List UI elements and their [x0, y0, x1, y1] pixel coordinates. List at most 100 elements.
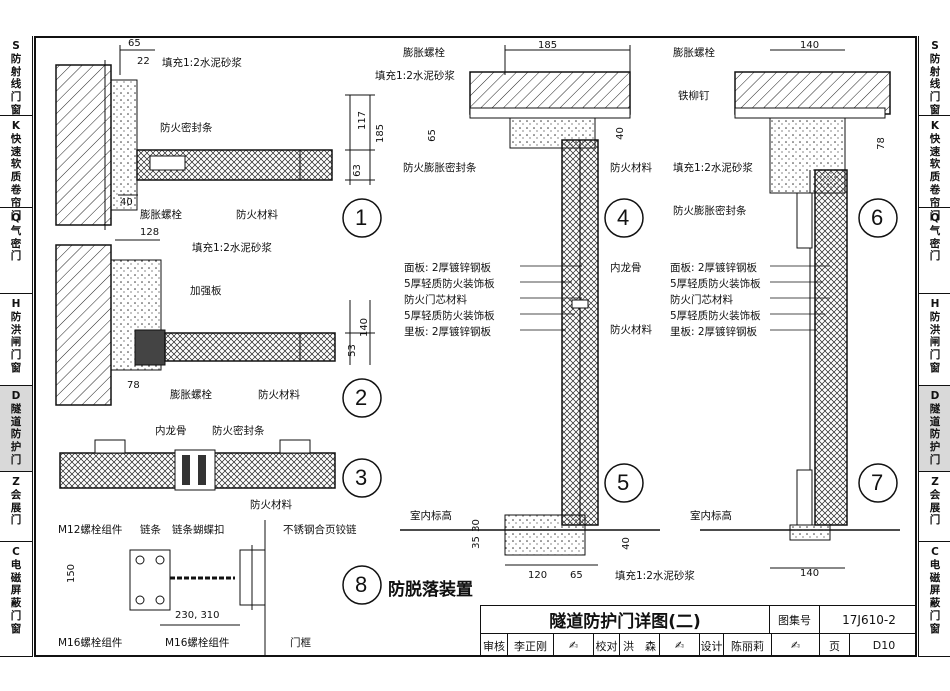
label-chain: 链条 — [140, 524, 161, 536]
label-light-deco-4b: 5厚轻质防火装饰板 — [404, 310, 495, 322]
tab-code: D — [11, 390, 21, 402]
label-fire-seal-1: 防火密封条 — [160, 122, 213, 134]
tab-char: 卷 — [929, 183, 941, 196]
tab-code: H — [930, 298, 940, 310]
tab-char: 门 — [10, 349, 22, 362]
dim-40c: 40 — [620, 537, 632, 550]
label-fire-exp-seal-6: 防火膨胀密封条 — [673, 205, 747, 217]
detail-4-5 — [400, 45, 660, 566]
drawing-title: 隧道防护门详图(二) — [549, 612, 701, 632]
dim-120: 120 — [528, 570, 548, 581]
label-indoor-level-5: 室内标高 — [410, 510, 452, 522]
check-label: 校对 — [593, 634, 619, 657]
label-inner-keel-4: 内龙骨 — [610, 262, 642, 274]
tab-char: 磁 — [10, 571, 22, 584]
tab-code: C — [931, 546, 939, 558]
label-fill-mortar-2: 填充1:2水泥砂浆 — [192, 242, 272, 254]
tab-char: 窗 — [10, 103, 22, 116]
label-m12-bolt: M12螺栓组件 — [58, 524, 123, 536]
dim-117: 117 — [357, 110, 369, 131]
label-fire-material-4a: 防火材料 — [610, 162, 652, 174]
tab-char: 道 — [10, 415, 22, 428]
page-label: 页 — [819, 634, 849, 657]
dim-65c: 65 — [570, 570, 583, 581]
label-fire-material-4b: 防火材料 — [610, 324, 652, 336]
tab-code: Z — [12, 476, 20, 488]
tab-char: 闸 — [929, 336, 941, 349]
title-row: 隧道防护门详图(二) 图集号 17J610-2 — [480, 605, 917, 633]
tab-char: 防 — [929, 428, 941, 441]
dim-78a: 78 — [127, 380, 140, 391]
dim-65a: 65 — [128, 38, 141, 49]
detail-1 — [55, 45, 382, 238]
label-fire-seal-3: 防火密封条 — [212, 425, 265, 437]
reviewer-signature: ✍ — [553, 634, 593, 657]
tab-char: 快 — [10, 132, 22, 145]
tab-code: Z — [931, 476, 939, 488]
label-reinforce-plate: 加强板 — [190, 285, 222, 297]
label-core-material-4: 防火门芯材料 — [404, 294, 467, 306]
tab-char: 速 — [929, 145, 941, 158]
dim-65b: 65 — [426, 129, 438, 142]
designer-name: 陈丽莉 — [723, 634, 771, 657]
label-fill-mortar-4: 填充1:2水泥砂浆 — [375, 70, 455, 82]
label-anti-fall: 防脱落装置 — [388, 580, 473, 600]
dim-22: 22 — [137, 56, 150, 67]
tab-char: 窗 — [929, 622, 941, 635]
tab-char: 门 — [929, 514, 941, 527]
tab-char: 防 — [10, 428, 22, 441]
tab-char: 隧 — [929, 402, 941, 415]
tab-char: 卷 — [10, 183, 22, 196]
tab-char: 门 — [10, 91, 22, 104]
tab-char: 门 — [929, 250, 941, 263]
tab-char: 软 — [10, 158, 22, 171]
tab-char: 射 — [929, 65, 941, 78]
tab-char: 窗 — [10, 622, 22, 635]
title-block: 隧道防护门详图(二) 图集号 17J610-2 审核 李正刚 ✍ 校对 洪 森 … — [480, 605, 917, 657]
label-chain-shackle: 链条蝴蝶扣 — [172, 524, 225, 536]
tab-char: 帘 — [929, 196, 941, 209]
tab-char: 密 — [10, 237, 22, 250]
tab-code: Q — [930, 212, 940, 224]
marker-2: 2 — [355, 385, 368, 410]
tab-char: 防 — [929, 52, 941, 65]
tab-char: 射 — [10, 65, 22, 78]
detail-3 — [59, 439, 382, 498]
label-fire-material-1: 防火材料 — [236, 209, 278, 221]
tab-char: 展 — [10, 501, 22, 514]
design-label: 设计 — [699, 634, 723, 657]
label-light-deco-6b: 5厚轻质防火装饰板 — [670, 310, 761, 322]
tab-char: 屏 — [929, 584, 941, 597]
tab-char: 道 — [929, 415, 941, 428]
label-door-frame: 门框 — [290, 637, 311, 649]
tab-char: 闸 — [10, 336, 22, 349]
tab-char: 质 — [929, 171, 941, 184]
label-rivet-6: 铁柳钉 — [678, 90, 710, 102]
tab-char: 门 — [929, 453, 941, 466]
tab-char: 质 — [10, 171, 22, 184]
tab-char: 磁 — [929, 571, 941, 584]
label-m16-bolt-2: M16螺栓组件 — [165, 637, 230, 649]
tab-code: D — [930, 390, 940, 402]
dim-185a: 185 — [375, 123, 387, 144]
tab-char: 防 — [929, 310, 941, 323]
tab-char: 电 — [929, 558, 941, 571]
label-fill-mortar-1: 填充1:2水泥砂浆 — [162, 57, 242, 69]
detail-6-7 — [700, 49, 900, 569]
